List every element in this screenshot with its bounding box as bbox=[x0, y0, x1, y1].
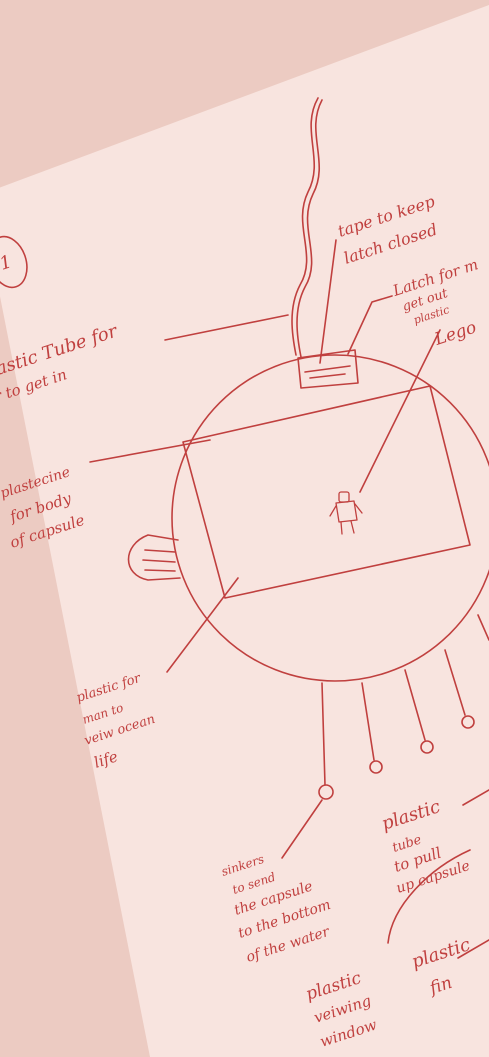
sketch-scene: 1 astic Tube for r to get in tape to kee… bbox=[0, 0, 489, 1057]
